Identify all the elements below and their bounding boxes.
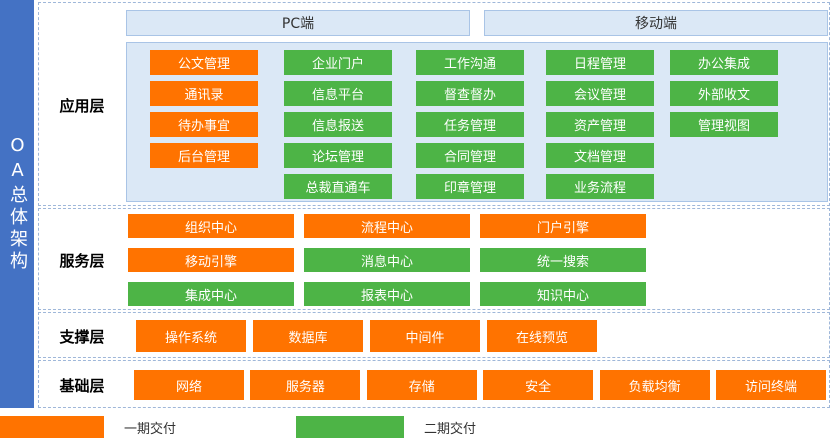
module-box: 操作系统 [136, 320, 246, 352]
module-box: 中间件 [370, 320, 480, 352]
legend-label-phase1: 一期交付 [124, 421, 177, 437]
layer-label-app: 应用层 [59, 96, 105, 115]
module-box: 网络 [134, 370, 244, 400]
module-box: 业务流程 [546, 174, 654, 199]
module-box: 流程中心 [304, 214, 470, 238]
layer-label-service: 服务层 [59, 251, 105, 270]
module-box: 总裁直通车 [284, 174, 392, 199]
module-box: 企业门户 [284, 50, 392, 75]
layer-label-support: 支撑层 [59, 327, 105, 346]
module-box: 知识中心 [480, 282, 646, 306]
module-box: 通讯录 [150, 81, 258, 106]
module-box: 数据库 [253, 320, 363, 352]
module-box: 会议管理 [546, 81, 654, 106]
module-box: 工作沟通 [416, 50, 524, 75]
module-box: 访问终端 [716, 370, 826, 400]
module-box: 外部收文 [670, 81, 778, 106]
header-mobile: 移动端 [484, 10, 828, 36]
module-box: 办公集成 [670, 50, 778, 75]
module-box: 报表中心 [304, 282, 470, 306]
layer-label-base: 基础层 [59, 376, 105, 395]
module-box: 待办事宜 [150, 112, 258, 137]
module-box: 后台管理 [150, 143, 258, 168]
module-box: 负载均衡 [599, 370, 710, 400]
module-box: 门户引擎 [480, 214, 646, 238]
module-box: 组织中心 [128, 214, 294, 238]
module-box: 论坛管理 [284, 143, 392, 168]
module-box: 统一搜索 [480, 248, 646, 272]
module-box: 服务器 [250, 370, 361, 400]
module-box: 信息平台 [284, 81, 392, 106]
module-box: 资产管理 [546, 112, 654, 137]
header-pc: PC端 [126, 10, 470, 36]
module-box: 消息中心 [304, 248, 470, 272]
legend-label-phase2: 二期交付 [424, 421, 477, 437]
side-title-bar: OA总体架构 [0, 0, 34, 408]
module-box: 印章管理 [416, 174, 524, 199]
module-box: 集成中心 [128, 282, 294, 306]
module-box: 信息报送 [284, 112, 392, 137]
module-box: 管理视图 [670, 112, 778, 137]
legend-swatch-phase2 [296, 416, 404, 438]
module-box: 存储 [366, 370, 477, 400]
module-box: 移动引擎 [128, 248, 294, 272]
module-box: 督查督办 [416, 81, 524, 106]
module-box: 合同管理 [416, 143, 524, 168]
module-box: 安全 [483, 370, 594, 400]
side-title: OA总体架构 [7, 135, 28, 273]
module-box: 任务管理 [416, 112, 524, 137]
module-box: 文档管理 [546, 143, 654, 168]
module-box: 公文管理 [150, 50, 258, 75]
module-box: 日程管理 [546, 50, 654, 75]
module-box: 在线预览 [487, 320, 597, 352]
legend-swatch-phase1 [0, 416, 104, 438]
